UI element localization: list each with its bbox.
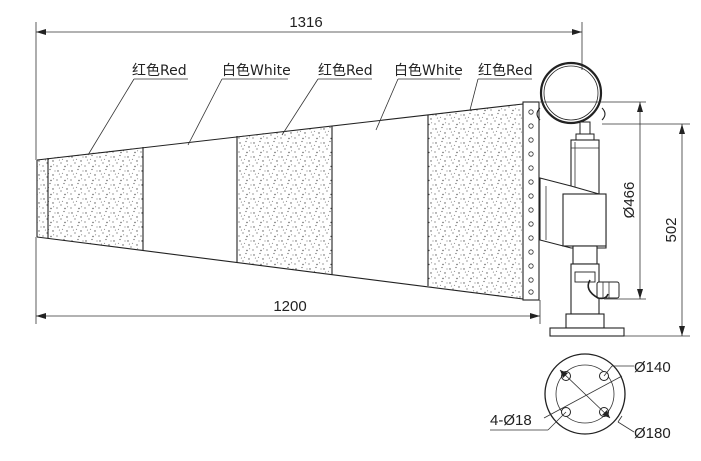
total-height-label: 502 — [663, 217, 680, 242]
base-diameter-label: Ø140 — [634, 359, 671, 376]
stripe-label-1: 红色Red — [132, 62, 187, 79]
stripe-red-1 — [48, 147, 143, 250]
stripe-red-2 — [237, 126, 332, 275]
overall-length-dimension: 1316 — [35, 14, 583, 160]
windsock-body — [36, 101, 540, 301]
total-height-dimension: 502 — [602, 123, 690, 337]
bolt-holes-label: 4-Ø18 — [490, 412, 532, 429]
stripe-label-5: 红色Red — [478, 62, 533, 79]
overall-length-label: 1316 — [289, 14, 322, 31]
sock-length-label: 1200 — [273, 298, 306, 315]
ring-diameter-dimension: Ø466 — [540, 101, 646, 300]
stripe-label-3: 红色Red — [318, 62, 373, 79]
stripe-label-4: 白色White — [394, 62, 463, 79]
stripe-red-tip — [37, 158, 48, 238]
base-plate-plan-view: Ø140 Ø180 4-Ø18 — [490, 353, 671, 442]
bolt-circle-label: Ø180 — [634, 425, 671, 442]
stripe-label-2: 白色White — [222, 62, 291, 79]
swivel-frame — [536, 61, 625, 337]
ring-diameter-label: Ø466 — [621, 182, 638, 219]
stripe-red-3 — [428, 104, 523, 299]
stripe-labels: 红色Red 白色White 红色Red 白色White 红色Red — [87, 62, 533, 156]
sock-length-dimension: 1200 — [35, 237, 541, 324]
